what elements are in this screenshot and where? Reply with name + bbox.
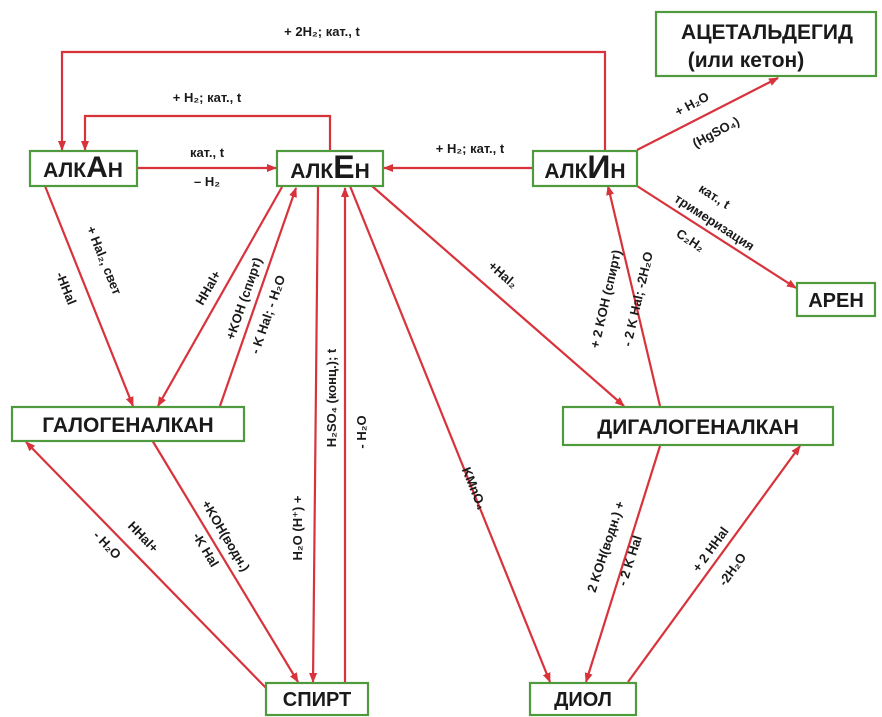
- node-diol-label: ДИОЛ: [554, 689, 612, 711]
- node-alcohol-label: СПИРТ: [283, 689, 352, 711]
- svg-text:АЛКАН: АЛКАН: [43, 151, 123, 184]
- edge-alkene-to-alkane: [81, 114, 332, 151]
- node-alkene-prefix: АЛК: [290, 160, 333, 183]
- label-alkene-to-diol: KMnO₄: [459, 465, 490, 512]
- node-haloalkane: ГАЛОГЕНАЛКАН: [10, 405, 246, 443]
- node-alkene-suffix: Н: [355, 160, 370, 183]
- node-arene: АРЕН: [795, 281, 877, 318]
- svg-text:АЛКИН: АЛКИН: [544, 149, 625, 185]
- edge-dihaloalkane-to-diol: [584, 445, 662, 683]
- label-alkyne-to-arene-3: C₂H₂: [674, 226, 708, 255]
- node-arene-label: АРЕН: [808, 290, 864, 312]
- edges: [25, 50, 801, 691]
- label-alkane-to-haloalkane-1: + Hal₂, свет: [84, 224, 125, 297]
- label-dihaloalkane-to-diol-2: - 2 K Hal: [615, 534, 645, 588]
- edge-alkene-to-dihaloalkane: [371, 185, 625, 407]
- edge-alkyne-to-arene: [636, 185, 797, 289]
- node-alkane: АЛКАН: [28, 149, 139, 188]
- node-alcohol: СПИРТ: [264, 681, 370, 717]
- node-alkane-suffix: Н: [108, 159, 123, 182]
- node-alkene: АЛКЕН: [275, 149, 385, 188]
- label-alkane-to-alkene-top: кат., t: [190, 145, 225, 160]
- label-alcohol-to-alkene-2: - H₂O: [354, 415, 369, 448]
- label-alkane-to-haloalkane-2: -HHal: [53, 270, 80, 307]
- label-alkene-to-dihaloalkane: +Hal₂: [485, 258, 520, 292]
- edge-alkyne-to-alkane: [58, 50, 607, 151]
- node-acetaldehyde: АЦЕТАЛЬДЕГИД (или кетон): [654, 10, 878, 78]
- edge-alkene-to-haloalkane: [157, 186, 283, 407]
- edge-haloalkane-to-alcohol: [151, 439, 299, 683]
- edge-alkene-to-diol: [348, 185, 552, 683]
- node-alkene-emphasis: Е: [333, 149, 354, 185]
- node-alkyne: АЛКИН: [531, 149, 639, 188]
- label-alkyne-to-alkane: + 2H₂; кат., t: [284, 24, 360, 39]
- node-dihaloalkane-label: ДИГАЛОГЕНАЛКАН: [597, 416, 799, 439]
- label-alcohol-to-haloalkane-2: - H₂O: [90, 528, 124, 562]
- node-alkyne-suffix: Н: [610, 160, 625, 183]
- edge-alkyne-to-acetaldehyde: [636, 77, 779, 151]
- svg-text:АЛКЕН: АЛКЕН: [290, 149, 370, 185]
- node-dihaloalkane: ДИГАЛОГЕНАЛКАН: [561, 405, 835, 447]
- label-alkyne-to-alkene: + H₂; кат., t: [436, 141, 505, 156]
- label-alkene-to-haloalkane: HHal+: [192, 268, 224, 308]
- node-acetaldehyde-line2: (или кетон): [688, 49, 804, 72]
- edge-dihaloalkane-to-alkyne: [606, 185, 662, 407]
- label-dihaloalkane-to-alkyne-2: - 2 K Hal; -2H₂O: [619, 250, 655, 348]
- edge-alkane-to-haloalkane: [43, 185, 135, 407]
- label-alkene-to-alcohol: H₂O (H⁺) +: [290, 495, 305, 560]
- edge-alcohol-to-haloalkane: [25, 441, 269, 691]
- edge-haloalkane-to-alkene: [218, 187, 298, 407]
- node-alkyne-prefix: АЛК: [544, 160, 587, 183]
- label-dihaloalkane-to-alkyne-1: + 2 KOH (спирт): [587, 248, 624, 349]
- node-acetaldehyde-line1: АЦЕТАЛЬДЕГИД: [681, 21, 853, 44]
- node-alkane-prefix: АЛК: [43, 159, 86, 182]
- label-alkane-to-alkene-bottom: – H₂: [194, 174, 220, 189]
- edge-diol-to-dihaloalkane: [627, 445, 801, 683]
- node-diol: ДИОЛ: [528, 681, 638, 717]
- node-haloalkane-label: ГАЛОГЕНАЛКАН: [42, 414, 213, 437]
- node-alkane-emphasis: А: [86, 151, 108, 184]
- edge-labels: + 2H₂; кат., t + H₂; кат., t кат., t – H…: [53, 24, 757, 594]
- label-alkene-to-alkane: + H₂; кат., t: [173, 90, 242, 105]
- node-alkyne-emphasis: И: [587, 149, 610, 185]
- edge-alkene-to-alcohol: [309, 185, 320, 683]
- label-alcohol-to-alkene-1: H₂SO₄ (конц.); t: [324, 348, 339, 447]
